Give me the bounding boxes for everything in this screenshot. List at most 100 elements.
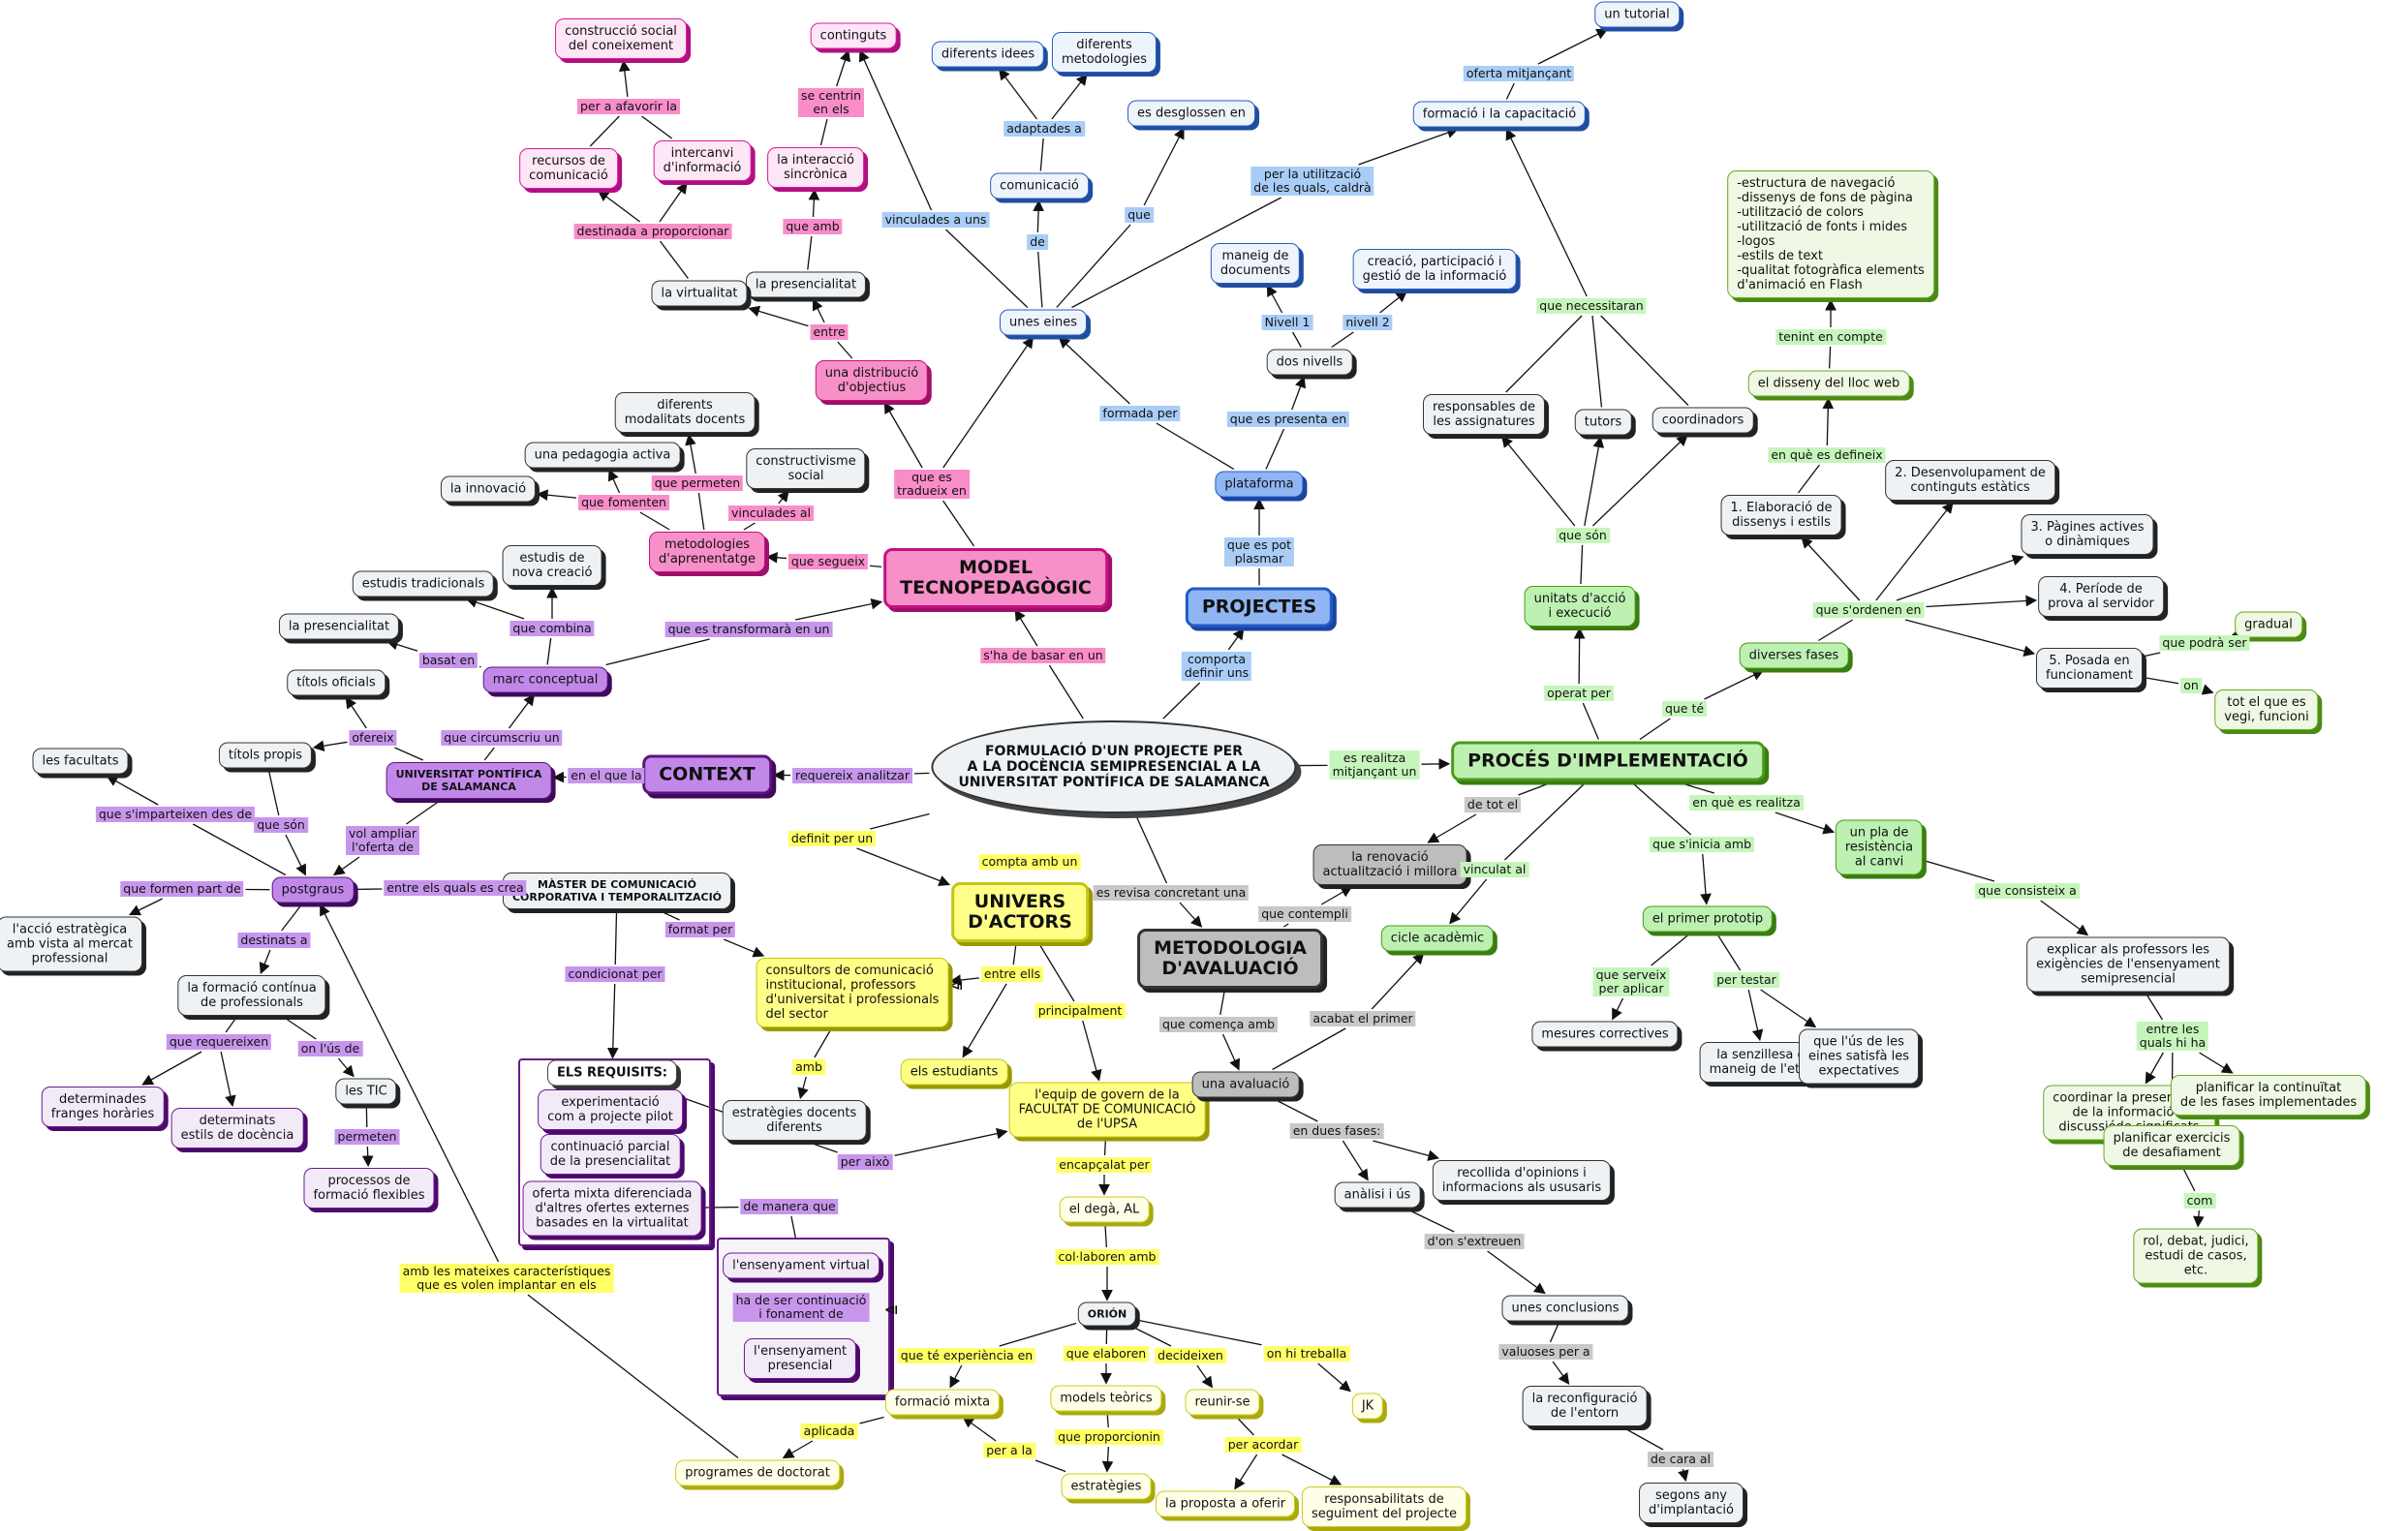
concept-node-fase5[interactable]: 5. Posada en funcionament (2036, 648, 2143, 689)
concept-node-formacio-mixta[interactable]: formació mixta (884, 1389, 1001, 1416)
concept-node-fase2[interactable]: 2. Desenvolupament de continguts estàtic… (1885, 460, 2055, 501)
concept-node-center[interactable]: FORMULACIÓ D'UN PROJECTE PER A LA DOCÈNC… (931, 720, 1297, 813)
concept-node-plataforma[interactable]: plataforma (1215, 471, 1304, 498)
concept-node-fase1[interactable]: 1. Elaboració de dissenys i estils (1720, 495, 1842, 536)
concept-node-les-facultats[interactable]: les facultats (32, 748, 129, 775)
concept-node-titols-propis[interactable]: títols propis (218, 742, 313, 769)
concept-node-titols-oficials[interactable]: títols oficials (287, 669, 386, 696)
concept-node-estrategies-doc[interactable]: estratègies docents diferents (722, 1100, 867, 1141)
concept-node-creacio[interactable]: creació, participació i gestió de la inf… (1352, 249, 1517, 290)
concept-node-model[interactable]: MODEL TECNOPEDAGÒGIC (883, 548, 1108, 608)
concept-node-ens-virtual[interactable]: l'ensenyament virtual (723, 1252, 880, 1279)
concept-node-us-eines[interactable]: que l'ús de les eines satisfà les expect… (1798, 1028, 1920, 1085)
concept-node-dos-nivells[interactable]: dos nivells (1266, 349, 1353, 376)
collapse-icon[interactable]: ⧏ (884, 1302, 899, 1318)
concept-node-processos-flex[interactable]: processos de formació flexibles (303, 1168, 435, 1209)
concept-node-responsables[interactable]: responsables de les assignatures (1422, 394, 1546, 435)
concept-node-consultors[interactable]: consultors de comunicació institucional,… (756, 958, 949, 1027)
concept-node-constructivisme[interactable]: constructivisme social (746, 448, 866, 489)
concept-node-intercanvi[interactable]: intercanvi d'informació (653, 140, 752, 181)
concept-node-una-distribucio[interactable]: una distribució d'objectius (815, 360, 929, 401)
concept-node-metodologies-apr[interactable]: metodologies d'aprenentatge (649, 532, 765, 572)
connector-19 (765, 551, 787, 564)
concept-node-renovacio[interactable]: la renovació actualització i millora (1312, 844, 1467, 885)
concept-node-disseny-lloc[interactable]: el disseny del lloc web (1747, 370, 1910, 397)
concept-node-explicar[interactable]: explicar als professors les exigències d… (2026, 936, 2230, 993)
concept-node-estrategies[interactable]: estratègies (1061, 1473, 1152, 1500)
concept-node-diferents-modalitats[interactable]: diferents modalitats docents (614, 392, 756, 433)
concept-node-marc[interactable]: marc conceptual (482, 666, 608, 693)
concept-node-accio-estrategica[interactable]: l'acció estratègica amb vista al mercat … (0, 916, 142, 972)
concept-node-tot-el-que[interactable]: tot el que es vegi, funcioni (2214, 689, 2319, 730)
concept-node-estils-docencia[interactable]: determinats estils de docència (170, 1108, 304, 1148)
concept-node-ens-presencial[interactable]: l'ensenyament presencial (743, 1338, 857, 1379)
concept-node-les-tic[interactable]: les TIC (335, 1078, 397, 1105)
concept-node-requisits[interactable]: ELS REQUISITS: (546, 1059, 678, 1087)
concept-node-projectes[interactable]: PROJECTES (1185, 587, 1334, 628)
concept-node-la-proposta[interactable]: la proposta a oferir (1155, 1490, 1296, 1517)
concept-node-cicle-academic[interactable]: cicle acadèmic (1380, 925, 1495, 952)
collapse-icon[interactable]: ⧏ (949, 978, 964, 994)
concept-node-recollida[interactable]: recollida d'opinions i informacions als … (1432, 1160, 1612, 1201)
concept-node-diferents-metod[interactable]: diferents metodologies (1051, 32, 1158, 73)
concept-node-analisi[interactable]: anàlisi i ús (1334, 1181, 1421, 1209)
concept-node-req1[interactable]: experimentació com a projecte pilot (538, 1089, 683, 1130)
concept-node-planificar-exercicis[interactable]: planificar exercicis de desafiament (2103, 1125, 2240, 1166)
concept-node-pla-resistencia[interactable]: un pla de resistència al canvi (1835, 819, 1924, 875)
concept-node-diferents-idees[interactable]: diferents idees (931, 41, 1045, 68)
concept-node-jk[interactable]: JK (1351, 1393, 1384, 1420)
concept-node-univers[interactable]: UNIVERS D'ACTORS (951, 882, 1089, 942)
concept-node-primer-prototip[interactable]: el primer prototip (1642, 905, 1774, 933)
concept-node-construccio[interactable]: construcció social del coneixement (555, 18, 687, 59)
concept-node-unes-conclusions[interactable]: unes conclusions (1501, 1295, 1629, 1322)
concept-node-orion[interactable]: ORIÓN (1077, 1301, 1137, 1327)
concept-node-responsabilitats[interactable]: responsabilitats de seguiment del projec… (1301, 1486, 1467, 1527)
concept-node-diverses-fases[interactable]: diverses fases (1739, 642, 1849, 669)
concept-node-master[interactable]: MÀSTER DE COMUNICACIÓ CORPORATIVA I TEMP… (502, 873, 732, 909)
concept-node-upsa[interactable]: UNIVERSITAT PONTÍFICA DE SALAMANCA (386, 762, 552, 799)
concept-node-continguts[interactable]: continguts (810, 22, 897, 49)
concept-node-req2[interactable]: continuació parcial de la presencialitat (540, 1134, 681, 1175)
concept-node-els-estudiants[interactable]: els estudiants (900, 1058, 1008, 1086)
concept-node-req3[interactable]: oferta mixta diferenciada d'altres ofert… (522, 1180, 702, 1237)
concept-node-un-tutorial[interactable]: un tutorial (1594, 1, 1680, 28)
concept-node-reconfiguracio[interactable]: la reconfiguració de l'entorn (1522, 1386, 1648, 1426)
concept-node-es-desglossen[interactable]: es desglossen en (1127, 100, 1255, 127)
concept-node-estudis-trad[interactable]: estudis tradicionals (352, 570, 495, 597)
concept-node-la-presencialitat-c[interactable]: la presencialitat (278, 613, 400, 640)
concept-node-rol-debat[interactable]: rol, debat, judici, estudi de casos, etc… (2133, 1228, 2259, 1284)
concept-node-planificar-cont[interactable]: planificar la continuïtat de les fases i… (2170, 1075, 2367, 1116)
concept-node-postgraus[interactable]: postgraus (271, 876, 355, 903)
concept-node-fase4[interactable]: 4. Període de prova al servidor (2038, 576, 2164, 617)
concept-node-el-dega[interactable]: el degà, AL (1059, 1196, 1150, 1223)
concept-node-equip-govern[interactable]: l'equip de govern de la FACULTAT DE COMU… (1008, 1082, 1206, 1138)
concept-node-formacio-cap[interactable]: formació i la capacitació (1412, 101, 1587, 128)
concept-node-la-virtualitat[interactable]: la virtualitat (651, 280, 748, 307)
concept-node-mesures[interactable]: mesures correctives (1531, 1021, 1679, 1048)
concept-node-tutors[interactable]: tutors (1574, 409, 1632, 436)
concept-node-estudis-nova[interactable]: estudis de nova creació (502, 545, 602, 586)
concept-node-franges[interactable]: determinades franges horàries (41, 1087, 165, 1127)
concept-node-proces[interactable]: PROCÉS D'IMPLEMENTACIÓ (1451, 741, 1765, 781)
concept-node-coordinadors[interactable]: coordinadors (1652, 407, 1754, 434)
concept-node-fase3[interactable]: 3. Pàgines actives o dinàmiques (2021, 514, 2154, 555)
concept-node-reunir-se[interactable]: reunir-se (1185, 1389, 1260, 1416)
concept-node-comunicacio[interactable]: comunicació (990, 172, 1089, 199)
concept-node-segons-any[interactable]: segons any d'implantació (1639, 1483, 1744, 1523)
concept-node-maneig[interactable]: maneig de documents (1210, 243, 1301, 284)
concept-node-recursos[interactable]: recursos de comunicació (519, 148, 618, 189)
concept-node-una-avaluacio[interactable]: una avaluació (1191, 1071, 1300, 1098)
concept-node-metodologia[interactable]: METODOLOGIA D'AVALUACIÓ (1137, 929, 1323, 989)
concept-node-gradual[interactable]: gradual (2235, 611, 2302, 638)
concept-node-programes-doc[interactable]: programes de doctorat (675, 1459, 840, 1486)
concept-node-models-teorics[interactable]: models teòrics (1050, 1385, 1162, 1412)
concept-node-innovacio[interactable]: la innovació (440, 475, 537, 503)
concept-node-pedagogia-activa[interactable]: una pedagogia activa (524, 442, 681, 469)
concept-node-unitats[interactable]: unitats d'acció i execució (1524, 586, 1636, 627)
concept-node-context[interactable]: CONTEXT (642, 754, 772, 795)
concept-node-estructura[interactable]: -estructura de navegació -dissenys de fo… (1727, 170, 1934, 298)
concept-node-unes-eines[interactable]: unes eines (999, 309, 1088, 336)
concept-node-formacio-continua[interactable]: la formació contínua de professionals (177, 975, 326, 1016)
concept-node-la-presencialitat-m[interactable]: la presencialitat (745, 271, 867, 298)
concept-node-la-interaccio[interactable]: la interacció sincrònica (767, 147, 864, 188)
